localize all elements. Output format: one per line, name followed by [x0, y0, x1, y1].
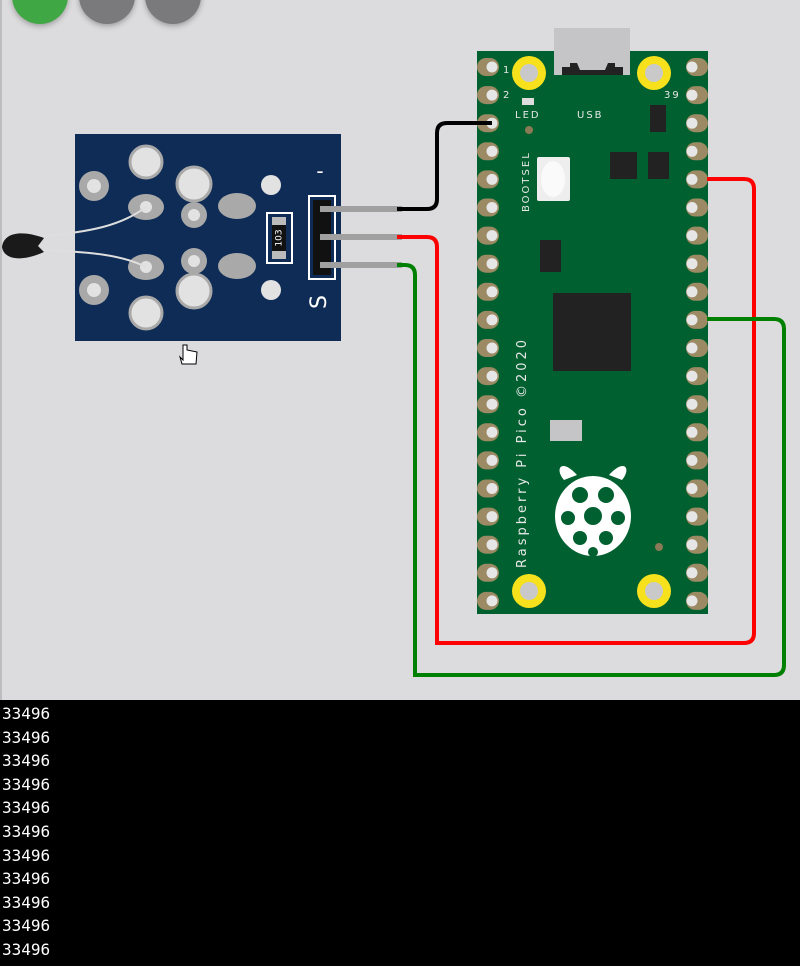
console-line: 33496	[2, 869, 51, 889]
ntc-temperature-sensor-module[interactable]: 103 - S	[2, 134, 402, 341]
pico-pin-hole	[486, 511, 498, 523]
pico-pin-hole	[486, 230, 498, 242]
gnd-wire[interactable]	[397, 121, 492, 211]
pico-pin-hole	[686, 342, 698, 354]
pico-pin-hole	[486, 286, 498, 298]
pico-pin-hole	[486, 173, 498, 185]
pico-pin-hole	[686, 89, 698, 101]
vcc-wire[interactable]	[397, 177, 756, 645]
pico-pin-hole	[686, 539, 698, 551]
pico-pin-hole	[686, 426, 698, 438]
pico-pin-hole	[486, 454, 498, 466]
circuit-diagram: 103 - S 1 2 39 LED USB BOOTSEL	[2, 28, 786, 677]
led-label: LED	[515, 110, 541, 121]
pico-pin-hole	[486, 370, 498, 382]
console-line: 33496	[2, 916, 51, 936]
raspberry-pi-pico[interactable]: 1 2 39 LED USB BOOTSEL Raspberry Pi Pico…	[477, 28, 708, 614]
pico-pin-hole	[486, 426, 498, 438]
hand-cursor-icon	[178, 344, 198, 365]
console-line: 33496	[2, 751, 51, 771]
console-line: 33496	[2, 821, 51, 841]
console-line: 33496	[2, 845, 51, 865]
pico-pin-hole	[486, 61, 498, 73]
pico-pin-hole	[686, 314, 698, 326]
signal-wire[interactable]	[397, 263, 786, 677]
console-line: 33496	[2, 704, 51, 723]
pico-pin-hole	[486, 595, 498, 607]
pico-pin-hole	[686, 117, 698, 129]
pico-pin-hole	[486, 314, 498, 326]
pin-2-label: 2	[503, 90, 511, 101]
pico-pin-hole	[486, 342, 498, 354]
pico-pin-hole	[686, 173, 698, 185]
serial-monitor-output: 33496 33496 33496 33496 33496 33496 33496 33496…	[0, 700, 800, 966]
pico-pin-hole	[686, 61, 698, 73]
pico-pin-hole	[686, 398, 698, 410]
pin-signal-label: S	[307, 295, 332, 309]
silkscreen-label: Raspberry Pi Pico ©2020	[515, 337, 530, 568]
console-line: 33496	[2, 727, 51, 747]
console-line: 33496	[2, 798, 51, 818]
console-line: 33496	[2, 939, 51, 959]
pico-pin-hole	[686, 567, 698, 579]
pico-pin-hole	[486, 202, 498, 213]
pico-pin-hole	[486, 145, 498, 157]
pico-pin-hole	[686, 145, 698, 157]
pin-1-label: 1	[503, 65, 511, 76]
thermistor-icon	[2, 233, 44, 259]
pico-pin-hole	[486, 539, 498, 551]
console-line: 33496	[2, 774, 51, 794]
resistor-label: 103	[275, 229, 285, 246]
pico-pin-hole	[686, 230, 698, 242]
pico-pin-hole	[686, 202, 698, 213]
bootsel-label: BOOTSEL	[521, 151, 532, 212]
pico-pin-hole	[486, 398, 498, 410]
pico-pin-hole	[486, 567, 498, 579]
simulation-canvas[interactable]: 103 - S 1 2 39 LED USB BOOTSEL	[0, 0, 800, 700]
pico-pin-hole	[686, 370, 698, 382]
pico-pin-hole	[486, 258, 498, 270]
pico-pin-hole	[686, 286, 698, 298]
pico-pin-hole	[686, 483, 698, 494]
usb-label: USB	[577, 110, 604, 121]
pico-pin-hole	[686, 454, 698, 466]
pico-pin-hole	[486, 483, 498, 494]
pico-pin-hole	[686, 511, 698, 523]
pico-pin-hole	[686, 595, 698, 607]
pin-39-label: 39	[664, 90, 681, 101]
pico-pin-hole	[686, 258, 698, 270]
pico-pin-hole	[486, 89, 498, 101]
console-line: 33496	[2, 892, 51, 912]
pin-minus-label: -	[316, 159, 323, 183]
